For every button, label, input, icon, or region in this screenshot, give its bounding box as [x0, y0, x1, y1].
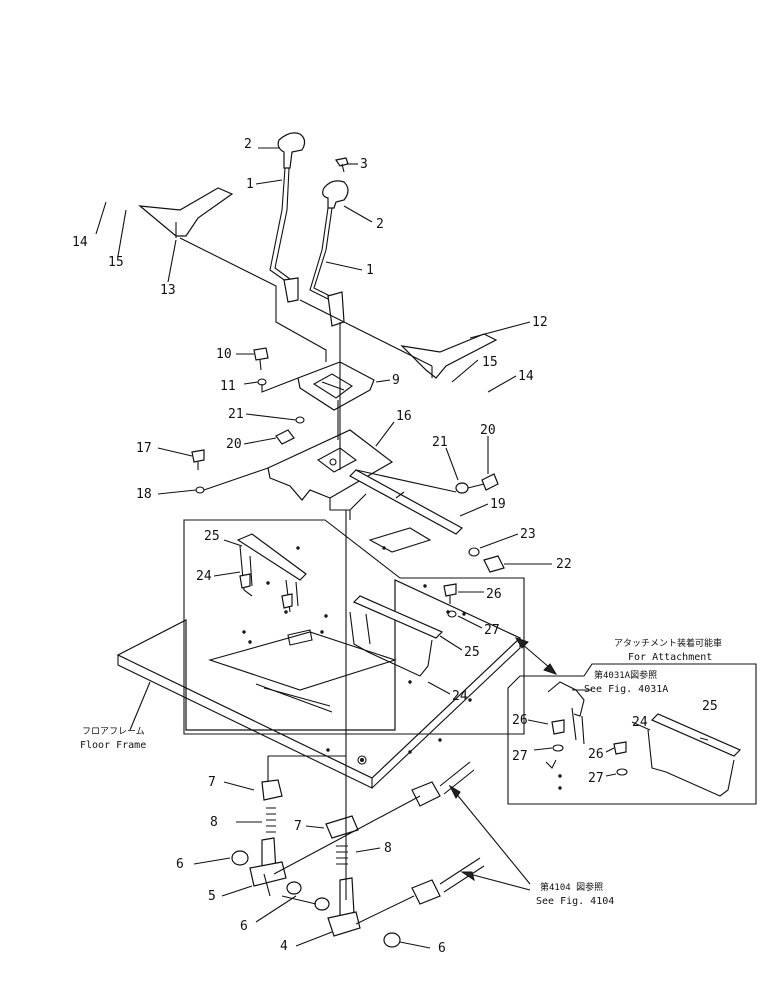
label-26: 26	[486, 587, 502, 602]
label-2: 2	[376, 217, 384, 232]
label-15: 15	[108, 255, 124, 270]
ref-4104-en: See Fig. 4104	[536, 896, 614, 907]
ref-4031a-jp: 第4031A図参照	[594, 669, 657, 681]
bolt-26-inset	[443, 583, 457, 604]
label-9: 9	[392, 373, 400, 388]
label-25: 25	[204, 529, 220, 544]
label-5: 5	[208, 889, 216, 904]
bolt-10	[253, 347, 269, 371]
label-26: 26	[588, 747, 604, 762]
label-8: 8	[384, 841, 392, 856]
label-24: 24	[632, 715, 648, 730]
bracket-16	[267, 429, 394, 520]
attachment-jp: アタッチメント装着可能車	[614, 637, 722, 649]
label-24: 24	[452, 689, 468, 704]
bushing-6a	[231, 850, 249, 866]
washer-18	[195, 486, 205, 494]
label-10: 10	[216, 347, 232, 362]
bolt-22	[483, 555, 505, 573]
lever-left	[269, 132, 306, 303]
nut-21-right	[455, 482, 469, 494]
pedal-assembly-4	[325, 815, 361, 937]
label-2: 2	[244, 137, 252, 152]
washer-23	[468, 547, 480, 557]
lever-right	[309, 180, 349, 327]
label-11: 11	[220, 379, 236, 394]
bushing-6b	[286, 881, 302, 895]
attachment-en: For Attachment	[628, 652, 712, 663]
label-13: 13	[160, 283, 176, 298]
double-arrow	[514, 637, 558, 675]
connector-upper	[411, 761, 475, 807]
label-24: 24	[196, 569, 212, 584]
label-16: 16	[396, 409, 412, 424]
footrest-right	[349, 595, 444, 677]
floor-frame-jp: フロアフレーム	[82, 726, 145, 737]
notes: フロアフレーム Floor Frame アタッチメント装着可能車 For Att…	[80, 637, 722, 907]
floor-frame-en: Floor Frame	[80, 740, 146, 751]
label-20: 20	[480, 423, 496, 438]
label-6: 6	[438, 941, 446, 956]
attachment-box	[507, 663, 757, 805]
label-15: 15	[482, 355, 498, 370]
leader-lines	[95, 147, 709, 949]
ref-4031a-en: See Fig. 4031A	[584, 684, 668, 695]
label-1: 1	[366, 263, 374, 278]
bolt-17	[191, 449, 205, 470]
rod-19	[349, 469, 463, 535]
part-labels: 2 3 1 2 1 14 15 13 12 15 14 10 11 9 21 1…	[72, 137, 718, 956]
label-17: 17	[136, 441, 152, 456]
label-23: 23	[520, 527, 536, 542]
inset-box	[183, 519, 525, 735]
label-25: 25	[702, 699, 718, 714]
cover-12	[400, 333, 498, 379]
bolt-20-left	[275, 429, 295, 445]
washer-21-left	[295, 416, 305, 424]
label-6: 6	[240, 919, 248, 934]
label-7: 7	[208, 775, 216, 790]
label-18: 18	[136, 487, 152, 502]
bolt-20-right	[481, 473, 499, 491]
label-3: 3	[360, 157, 368, 172]
label-27: 27	[484, 623, 500, 638]
bolt-3	[335, 157, 349, 173]
cover-13	[138, 187, 234, 238]
plate-9	[297, 361, 375, 411]
connector-lower	[411, 857, 485, 905]
label-21: 21	[228, 407, 244, 422]
label-21: 21	[432, 435, 448, 450]
pedal-assembly-5	[249, 779, 287, 897]
label-8: 8	[210, 815, 218, 830]
label-14: 14	[518, 369, 534, 384]
label-4: 4	[280, 939, 288, 954]
label-6: 6	[176, 857, 184, 872]
label-12: 12	[532, 315, 548, 330]
bushing-6d	[383, 932, 401, 948]
bushing-6c	[314, 897, 330, 911]
label-27: 27	[588, 771, 604, 786]
label-20: 20	[226, 437, 242, 452]
label-19: 19	[490, 497, 506, 512]
label-1: 1	[246, 177, 254, 192]
footrest-left	[236, 533, 307, 613]
ref-4104-jp: 第4104 図参照	[540, 881, 603, 893]
label-25: 25	[464, 645, 480, 660]
washer-27-inset	[447, 610, 457, 618]
label-22: 22	[556, 557, 572, 572]
label-7: 7	[294, 819, 302, 834]
label-26: 26	[512, 713, 528, 728]
label-27: 27	[512, 749, 528, 764]
label-14: 14	[72, 235, 88, 250]
